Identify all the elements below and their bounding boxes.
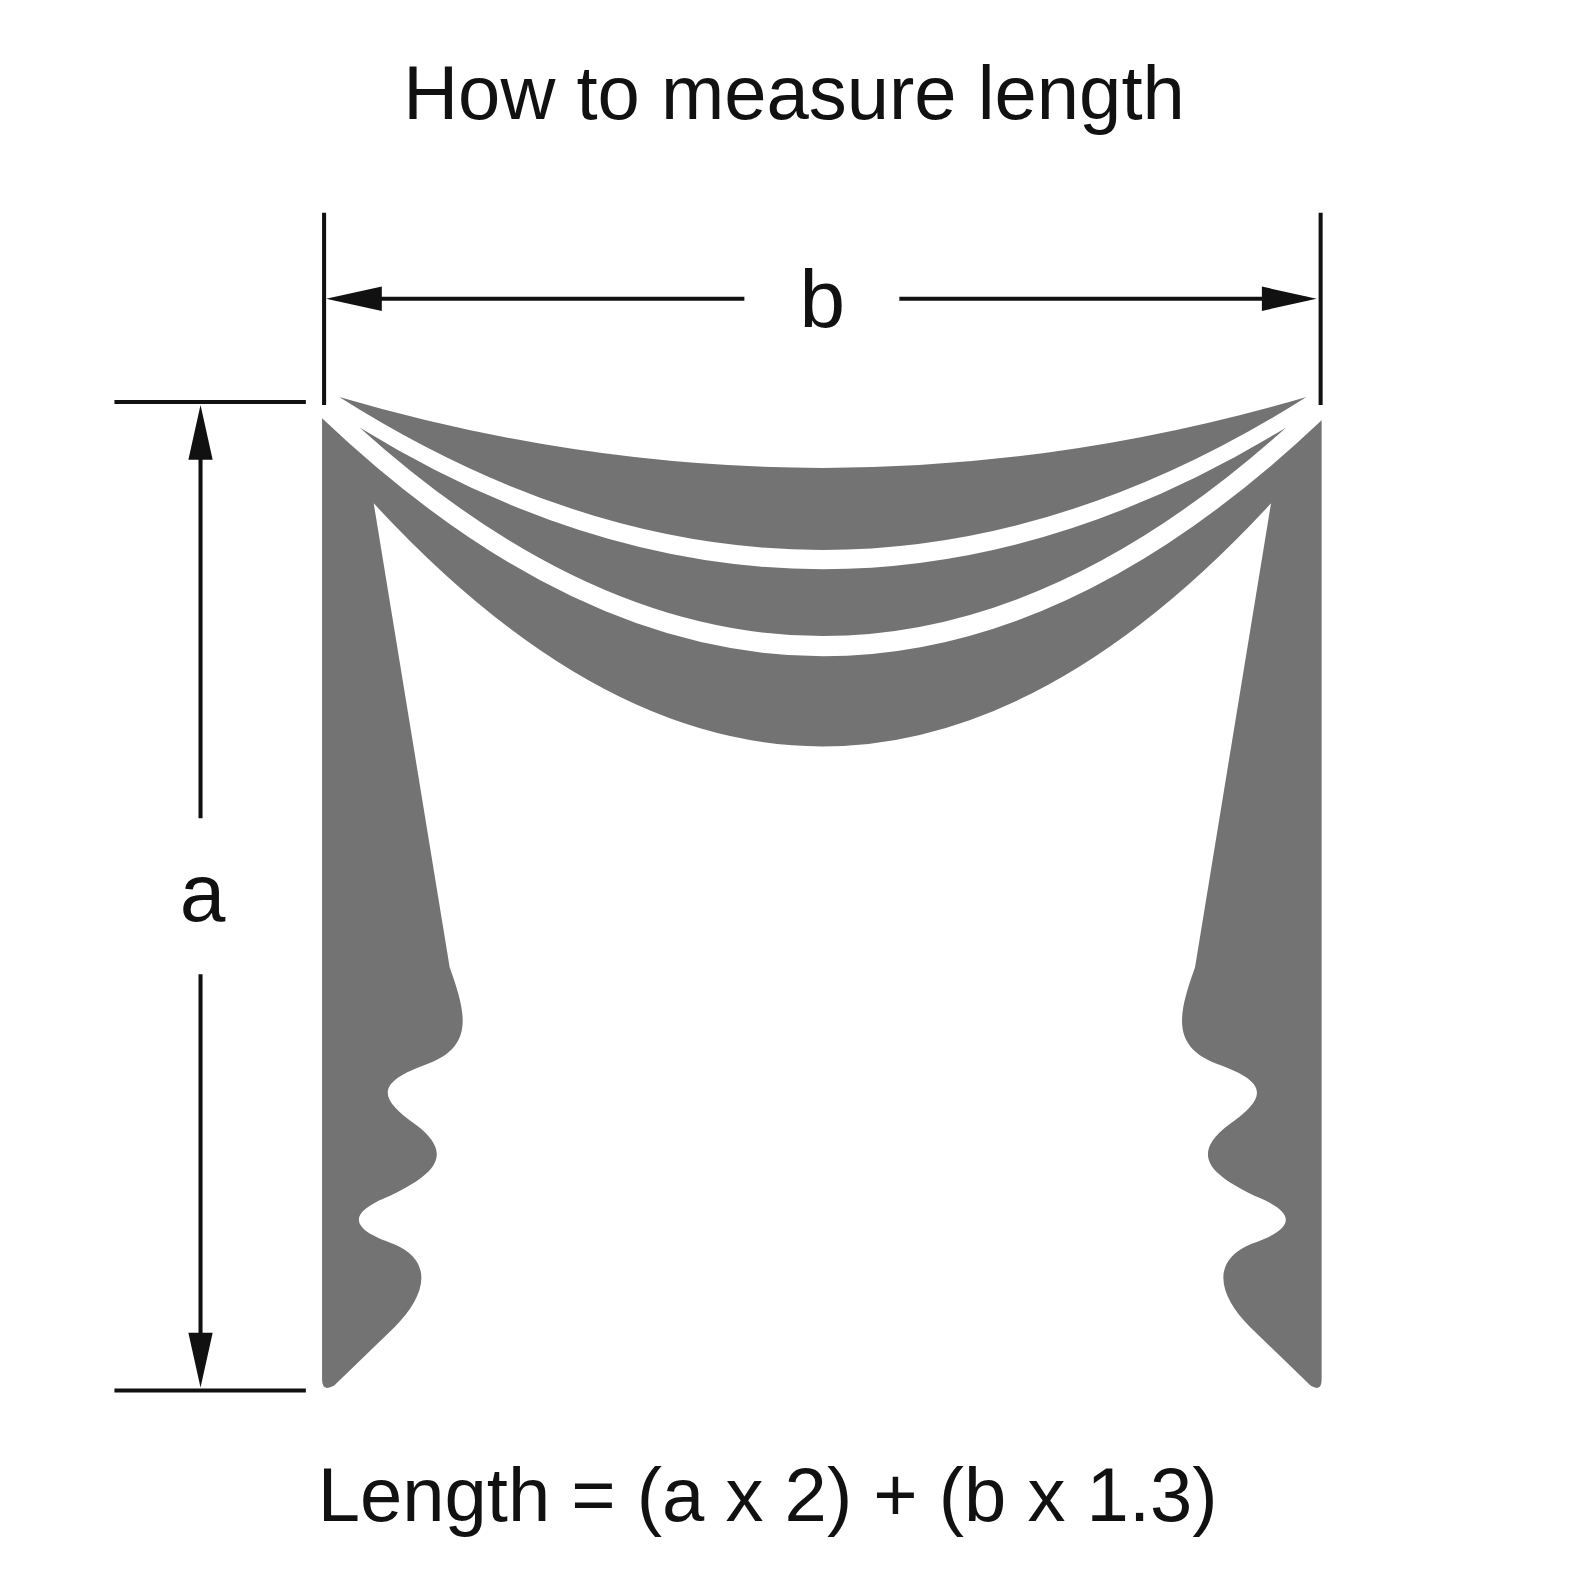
arrowhead <box>188 1333 212 1388</box>
dimension-line <box>339 297 744 301</box>
curtain-panels <box>322 418 1322 1388</box>
dimension-label: b <box>800 258 846 340</box>
dimension-line <box>199 425 203 818</box>
formula-caption: Length = (a x 2) + (b x 1.3) <box>318 1457 1218 1533</box>
dimension-line <box>199 974 203 1367</box>
extension-line <box>322 213 326 405</box>
diagram-title: How to measure length <box>403 55 1185 131</box>
arrowhead <box>1262 287 1317 311</box>
extension-line <box>1319 213 1323 405</box>
extension-line <box>114 400 305 404</box>
dimension-label: a <box>180 852 226 934</box>
extension-line <box>114 1388 305 1392</box>
arrowhead <box>188 405 212 460</box>
arrowhead <box>326 287 382 311</box>
swag-band <box>339 397 1306 550</box>
dimension-line <box>899 297 1306 301</box>
